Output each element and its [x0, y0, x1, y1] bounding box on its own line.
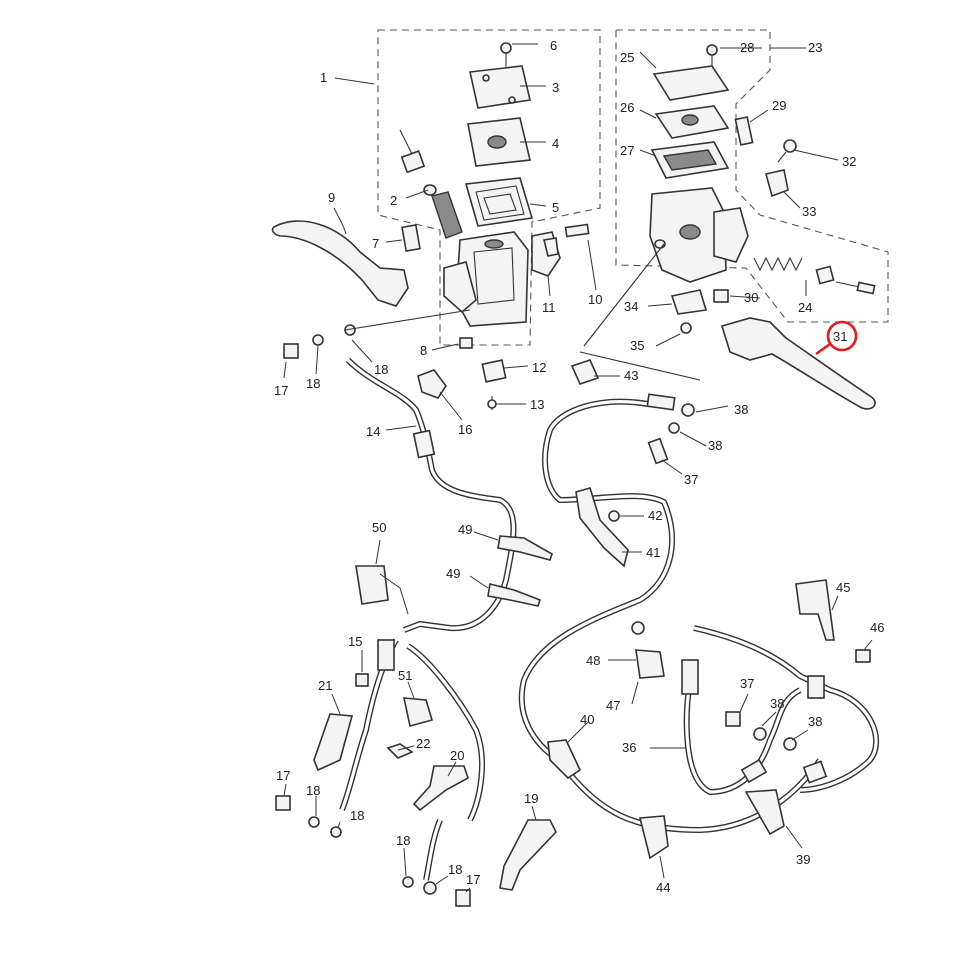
label-49-bottom: 49 — [446, 566, 460, 581]
label-7: 7 — [372, 236, 379, 251]
label-18-mid-left: 18 — [306, 783, 320, 798]
label-1: 1 — [320, 70, 327, 85]
label-6: 6 — [550, 38, 557, 53]
label-17-bottom: 17 — [466, 872, 480, 887]
label-9: 9 — [328, 190, 335, 205]
label-33: 33 — [802, 204, 816, 219]
label-37-bottom: 37 — [740, 676, 754, 691]
label-39: 39 — [796, 852, 810, 867]
label-40: 40 — [580, 712, 594, 727]
highlight-circle-31 — [826, 320, 858, 352]
label-36: 36 — [622, 740, 636, 755]
label-5: 5 — [552, 200, 559, 215]
label-28: 28 — [740, 40, 754, 55]
label-14: 14 — [366, 424, 380, 439]
left-master-cylinder-parts — [399, 42, 590, 410]
label-21: 21 — [318, 678, 332, 693]
label-25: 25 — [620, 50, 634, 65]
label-45: 45 — [836, 580, 850, 595]
label-13: 13 — [530, 397, 544, 412]
right-brake-lever — [720, 317, 876, 410]
label-46: 46 — [870, 620, 884, 635]
label-18-bottom-left: 18 — [396, 833, 410, 848]
label-17-top: 17 — [274, 383, 288, 398]
label-27: 27 — [620, 143, 634, 158]
label-38-middle: 38 — [708, 438, 722, 453]
label-50: 50 — [372, 520, 386, 535]
label-41: 41 — [646, 545, 660, 560]
label-31: 31 — [833, 329, 847, 344]
label-47: 47 — [606, 698, 620, 713]
label-35: 35 — [630, 338, 644, 353]
part-labels: 1 2 3 4 5 6 7 8 9 10 11 12 13 14 15 16 1… — [274, 38, 884, 895]
label-37-top: 37 — [684, 472, 698, 487]
label-43: 43 — [624, 368, 638, 383]
label-19: 19 — [524, 791, 538, 806]
label-16: 16 — [458, 422, 472, 437]
label-2: 2 — [390, 193, 397, 208]
label-42: 42 — [648, 508, 662, 523]
label-20: 20 — [450, 748, 464, 763]
label-51: 51 — [398, 668, 412, 683]
label-3: 3 — [552, 80, 559, 95]
brake-hoses — [339, 357, 880, 881]
group-box-left-master-cylinder — [377, 29, 601, 346]
label-30: 30 — [744, 290, 758, 305]
label-38-upper: 38 — [734, 402, 748, 417]
label-38-lower-right: 38 — [808, 714, 822, 729]
label-29: 29 — [772, 98, 786, 113]
label-24: 24 — [798, 300, 812, 315]
label-8: 8 — [420, 343, 427, 358]
label-18-top-left: 18 — [306, 376, 320, 391]
label-10: 10 — [588, 292, 602, 307]
right-master-cylinder-parts — [649, 44, 876, 334]
label-11: 11 — [542, 300, 556, 315]
left-brake-lever — [271, 220, 409, 307]
label-44: 44 — [656, 880, 670, 895]
label-34: 34 — [624, 299, 638, 314]
label-48: 48 — [586, 653, 600, 668]
label-17-bottom-left: 17 — [276, 768, 290, 783]
label-18-bottom: 18 — [448, 862, 462, 877]
label-26: 26 — [620, 100, 634, 115]
label-15: 15 — [348, 634, 362, 649]
label-18-top: 18 — [374, 362, 388, 377]
label-22: 22 — [416, 736, 430, 751]
label-38-lower-left: 38 — [770, 696, 784, 711]
label-32: 32 — [842, 154, 856, 169]
label-18-mid: 18 — [350, 808, 364, 823]
label-49-top: 49 — [458, 522, 472, 537]
label-4: 4 — [552, 136, 559, 151]
label-12: 12 — [532, 360, 546, 375]
fittings-and-brackets — [275, 243, 871, 907]
leader-lines — [283, 43, 873, 893]
label-23: 23 — [808, 40, 822, 55]
